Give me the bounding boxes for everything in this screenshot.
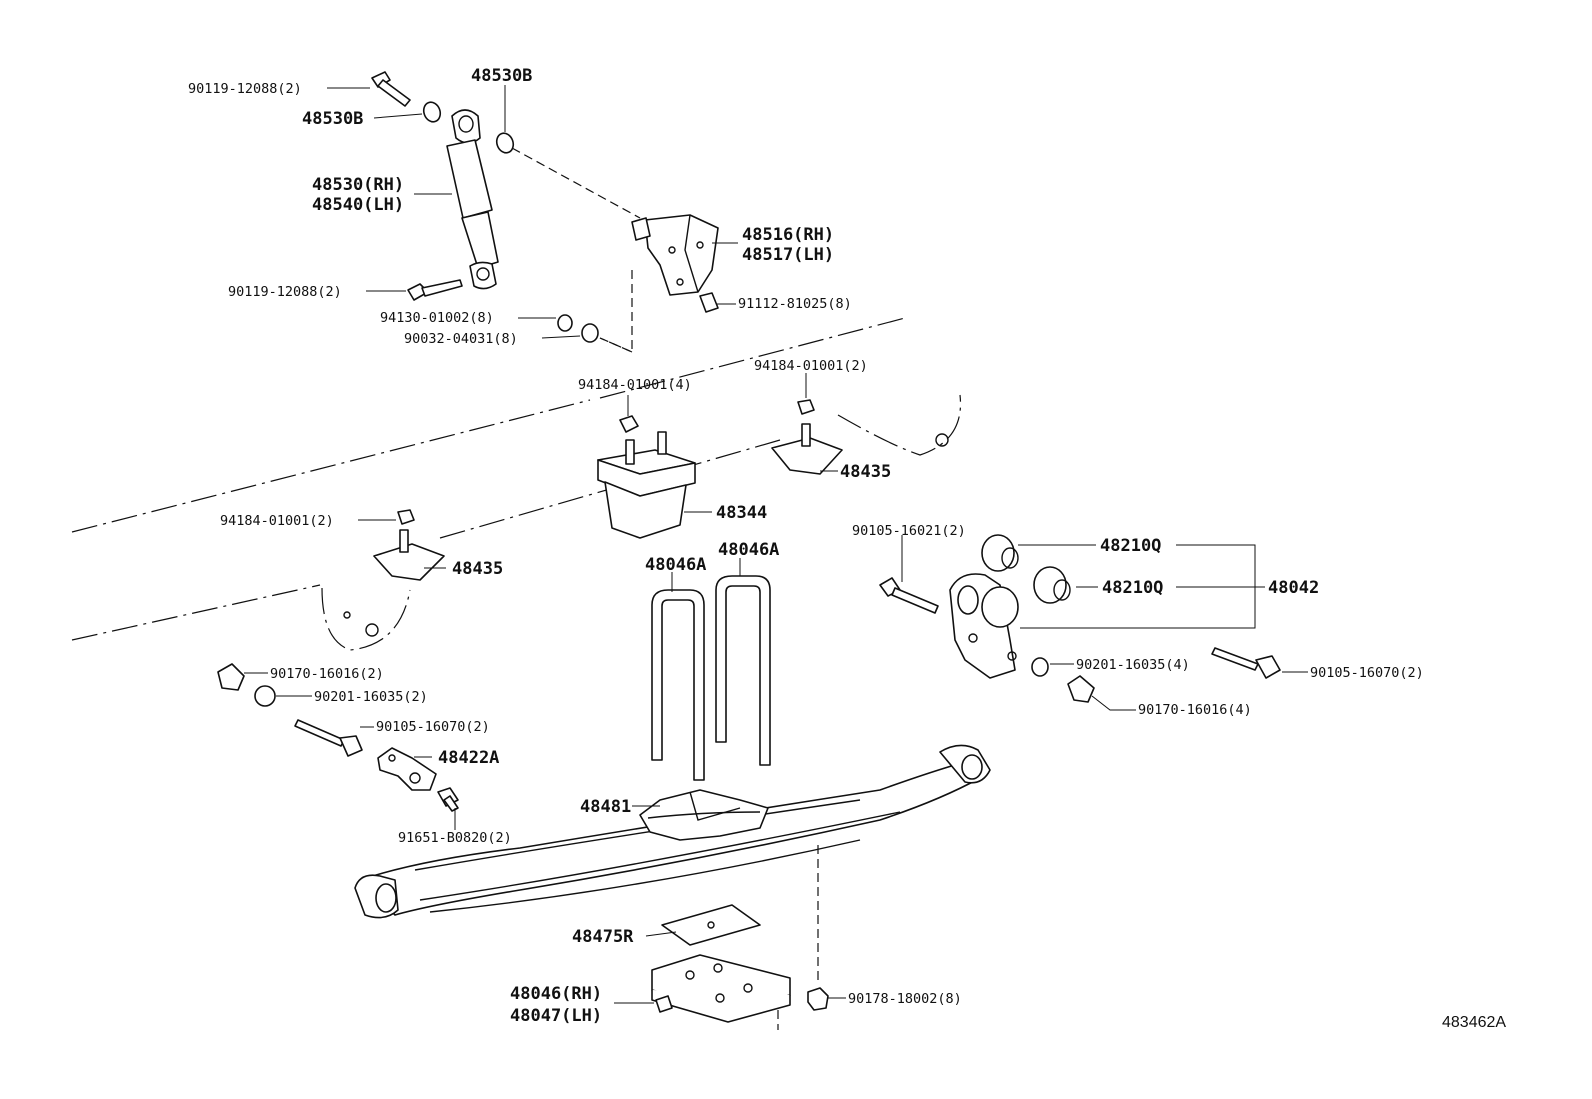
- label-spring-seat: 48481: [580, 797, 631, 817]
- diagram-ref-code: 483462A: [1442, 1014, 1506, 1031]
- label-ubolt-left: 48046A: [645, 555, 706, 575]
- label-plate-lh: 48047(LH): [510, 1006, 602, 1026]
- bracket-48422-part: [377, 747, 437, 791]
- spring-seat-part: [639, 789, 769, 841]
- bolt-90105-left-part: [294, 719, 363, 757]
- label-nut-left: 94184-01001(2): [220, 513, 334, 529]
- label-washer-94130: 94130-01002(8): [380, 310, 494, 326]
- label-nut-center: 94184-01001(4): [578, 377, 692, 393]
- label-bracket-lh: 48517(LH): [742, 245, 834, 265]
- label-bolt-lower: 90119-12088(2): [228, 284, 342, 300]
- label-bolt-90105-right: 90105-16070(2): [1310, 665, 1424, 681]
- u-bolt-left-part: [651, 589, 705, 781]
- bolt-lower-part: [407, 279, 463, 301]
- bolt-top-part: [371, 71, 411, 107]
- nut-90170-right-part: [1067, 675, 1095, 703]
- bushing-lower-part: [1033, 566, 1071, 604]
- label-washer-90201-right: 90201-16035(4): [1076, 657, 1190, 673]
- label-nut-90170-right: 90170-16016(4): [1138, 702, 1252, 718]
- label-bumper-left: 48435: [452, 559, 503, 579]
- label-ubolt-right: 48046A: [718, 540, 779, 560]
- label-absorber-lh: 48540(LH): [312, 195, 404, 215]
- bumper-right-part: [771, 399, 843, 475]
- leaf-spring: [354, 744, 991, 919]
- label-washer-90032: 90032-04031(8): [404, 331, 518, 347]
- label-absorber-rh: 48530(RH): [312, 175, 404, 195]
- bolt-90105-right-part: [1211, 647, 1281, 679]
- label-washer-top-right: 48530B: [471, 66, 532, 86]
- label-plate-rh: 48046(RH): [510, 984, 602, 1004]
- bushing-upper-part: [981, 534, 1019, 572]
- nut-90170-left-part: [217, 663, 245, 691]
- bumper-left-part: [373, 509, 445, 581]
- bolt-bracket-part: [699, 292, 719, 313]
- label-washer-90201-left: 90201-16035(2): [314, 689, 428, 705]
- label-bumper-right: 48435: [840, 462, 891, 482]
- label-nut-90178: 90178-18002(8): [848, 991, 962, 1007]
- labels: 90119-12088(2) 48530B 48530B 48530(RH) 4…: [188, 66, 1506, 1031]
- washer-top-left-part: [422, 101, 442, 123]
- u-bolt-right-part: [715, 575, 771, 766]
- label-washer-top-left: 48530B: [302, 109, 363, 129]
- label-bolt-90105-left: 90105-16070(2): [376, 719, 490, 735]
- label-bolt-top: 90119-12088(2): [188, 81, 302, 97]
- label-bolt-hanger: 90105-16021(2): [852, 523, 966, 539]
- washer-90201-left-part: [254, 685, 276, 707]
- bolt-91651-part: [437, 787, 459, 812]
- bolt-hanger-part: [879, 577, 939, 614]
- label-bushing-lower: 48210Q: [1102, 578, 1163, 598]
- left-hardware: [217, 663, 459, 812]
- label-bumper-center: 48344: [716, 503, 767, 523]
- label-pad: 48475R: [572, 927, 634, 947]
- washer-94130-part: [557, 314, 573, 332]
- pad-part: [661, 904, 761, 946]
- spring-hanger: [879, 534, 1281, 703]
- label-bushing-upper: 48210Q: [1100, 536, 1161, 556]
- washer-90032-part: [581, 323, 599, 343]
- washer-top-right-part: [495, 132, 515, 154]
- bumper-center-part: [597, 415, 696, 539]
- label-nut-90170-left: 90170-16016(2): [270, 666, 384, 682]
- nut-90178-part: [807, 987, 829, 1011]
- label-bracket-rh: 48516(RH): [742, 225, 834, 245]
- label-nut-right: 94184-01001(2): [754, 358, 868, 374]
- lower-plate-part: [651, 954, 791, 1023]
- leader-lines: [244, 85, 1308, 1004]
- label-bolt-91651: 91651-B0820(2): [398, 830, 512, 846]
- label-bolt-bracket: 91112-81025(8): [738, 296, 852, 312]
- shock-absorber: [371, 71, 599, 343]
- washer-90201-right-part: [1031, 657, 1049, 677]
- label-hanger-assy: 48042: [1268, 578, 1319, 598]
- label-bracket-48422: 48422A: [438, 748, 499, 768]
- shock-bracket: [631, 214, 719, 313]
